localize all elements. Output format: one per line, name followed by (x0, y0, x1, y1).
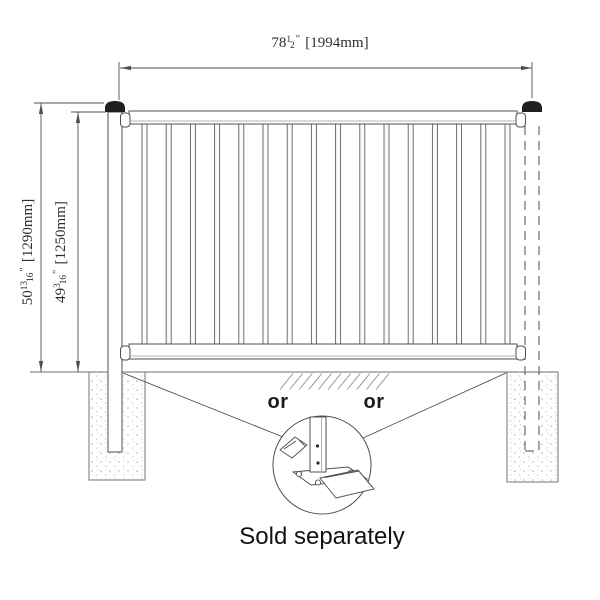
left-post-cap (105, 101, 125, 112)
dim-whole: 50 (19, 290, 36, 306)
top-rail (120, 110, 526, 128)
baluster (407, 123, 414, 345)
hatch-tick (279, 373, 294, 390)
dim-metric: [1290mm] (19, 198, 36, 263)
hatch-tick (366, 373, 380, 390)
or-label-left: or (267, 391, 289, 413)
baluster (238, 123, 245, 345)
baluster (189, 123, 196, 345)
screw (295, 470, 303, 478)
detail-circle (272, 415, 375, 515)
baluster (504, 123, 511, 345)
dimension-height-overall-label: 501316″ [1290mm] (18, 171, 38, 333)
hatch-tick (327, 373, 342, 390)
dimension-width-label: 7812″ [1994mm] (220, 33, 420, 52)
baluster (431, 123, 438, 345)
bottom-rail-bracket-left (120, 345, 131, 361)
height-dimension-panel (71, 111, 106, 372)
dim-unit: ″ (51, 269, 63, 274)
left-post (105, 101, 125, 453)
or-label-right: or (363, 391, 385, 413)
footing-right (506, 371, 559, 483)
dim-numerator: 1 (286, 35, 292, 46)
baluster (262, 123, 269, 345)
dim-unit: ″ (18, 267, 30, 272)
top-dimension (118, 62, 533, 100)
dimension-height-panel-label: 49316″[1250mm] (51, 171, 71, 333)
hatch-tick (318, 373, 332, 390)
bottom-rail-bracket-right (515, 345, 526, 361)
hatch-tick (298, 373, 313, 390)
baluster (310, 123, 317, 345)
hatch-tick (346, 373, 361, 390)
baluster (456, 123, 463, 345)
dim-numerator: 13 (20, 280, 31, 291)
leader-line-left (122, 372, 284, 438)
hatch-tick (356, 373, 371, 390)
dim-metric: [1994mm] (305, 34, 369, 51)
baluster (286, 123, 293, 345)
hatch-tick (308, 373, 323, 390)
base-cover-exploded (279, 436, 308, 459)
dim-whole: 49 (52, 287, 69, 303)
hatch-tick (337, 373, 351, 390)
detail-post (309, 416, 327, 473)
dim-metric: [1250mm] (52, 201, 69, 265)
balusters (141, 123, 511, 345)
baluster (359, 123, 366, 345)
top-rail-bracket-right (515, 112, 526, 128)
baluster (214, 123, 221, 345)
caption-sold-separately: Sold separately (239, 523, 405, 550)
hatch-tick (289, 373, 303, 390)
base-cover-installed (319, 469, 375, 499)
dim-denominator: 2 (290, 40, 295, 51)
baluster (383, 123, 390, 345)
baluster (141, 123, 148, 345)
dim-denominator: 16 (58, 274, 69, 285)
ground-hatch (279, 373, 390, 390)
dim-unit: ″ (295, 33, 301, 45)
right-post-cap (522, 101, 542, 112)
right-post-dashed (522, 101, 542, 452)
baluster (335, 123, 342, 345)
hatch-tick (375, 373, 390, 390)
top-rail-bracket-left (120, 112, 131, 128)
dim-denominator: 16 (25, 272, 36, 282)
leader-line-right (362, 372, 507, 439)
bottom-rail (120, 343, 526, 361)
dim-whole: 78 (271, 34, 287, 51)
height-dimension-overall (34, 102, 104, 372)
screw (314, 479, 322, 486)
baluster (480, 123, 487, 345)
baluster (165, 123, 172, 345)
